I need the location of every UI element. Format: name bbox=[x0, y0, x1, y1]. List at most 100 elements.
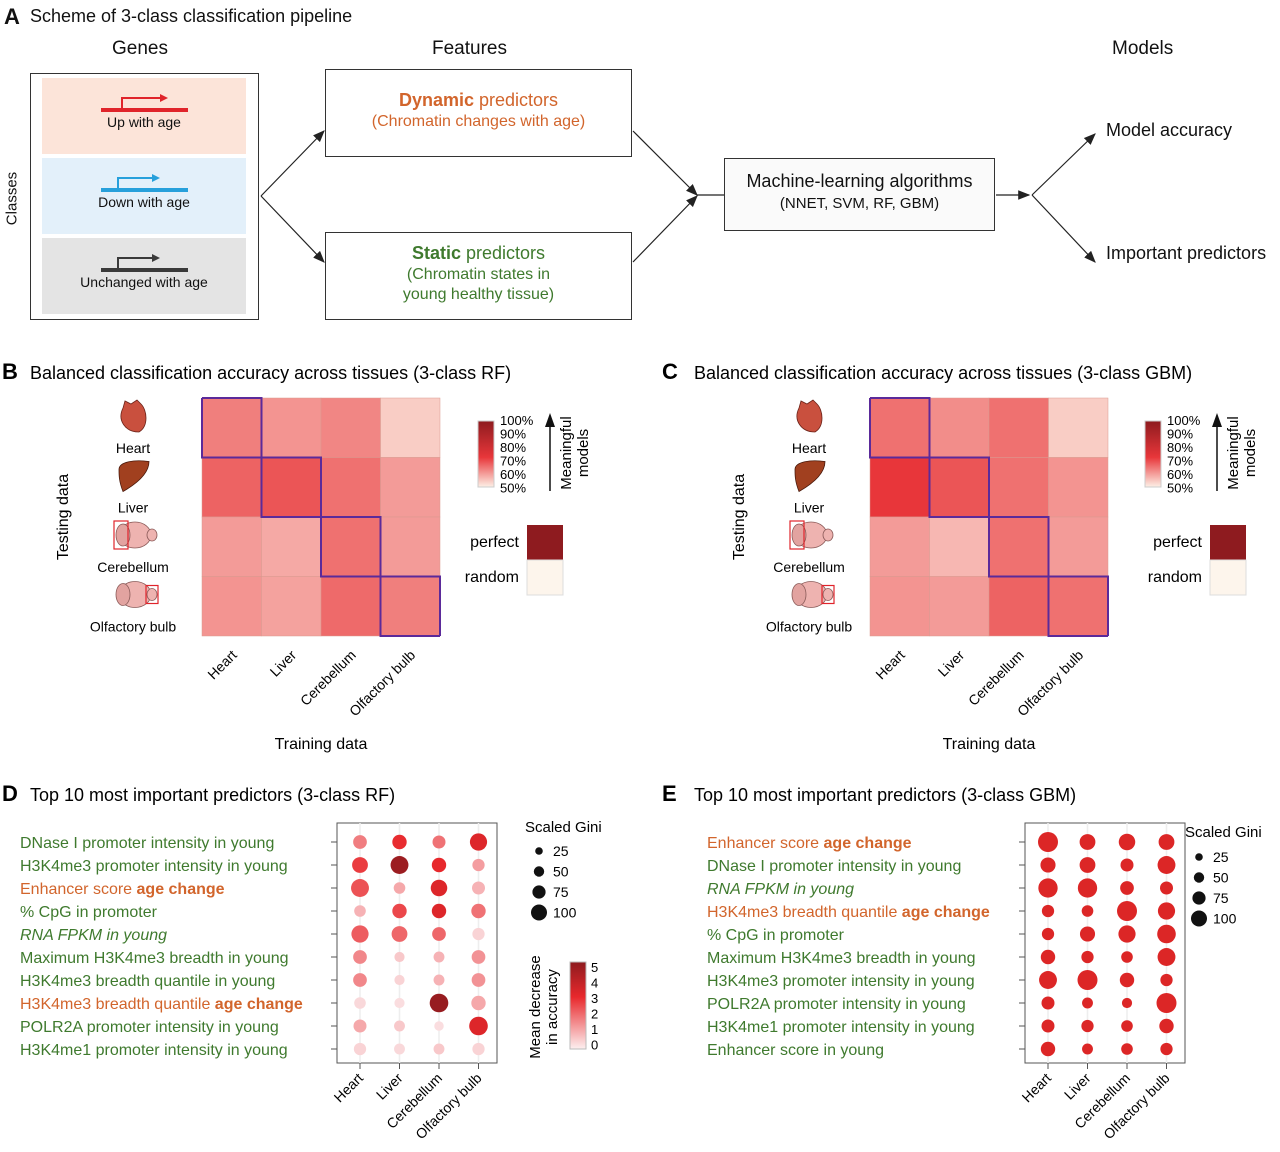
predictor-dot bbox=[352, 857, 368, 873]
random-label: random bbox=[1148, 569, 1202, 586]
ml-line2: (NNET, SVM, RF, GBM) bbox=[779, 195, 940, 212]
predictor-label-part: RNA FPKM in young bbox=[20, 927, 167, 944]
organ-label-cerebellum: Cerebellum bbox=[773, 520, 845, 575]
predictor-label-part: H3K4me1 promoter intensity in young bbox=[20, 1042, 288, 1059]
predictor-dot bbox=[1157, 902, 1176, 920]
perfect-label: perfect bbox=[1153, 534, 1202, 551]
class-up-label: Up with age bbox=[107, 114, 181, 130]
predictor-label-part: Maximum H3K4me3 breadth in young bbox=[20, 950, 289, 967]
colorbar bbox=[477, 420, 495, 488]
predictor-label: POLR2A promoter intensity in young bbox=[707, 996, 966, 1013]
arrow-to-static bbox=[260, 195, 325, 263]
heatmap-cell bbox=[1048, 457, 1109, 518]
colorbar-label-1: Meaningful bbox=[1225, 416, 1242, 489]
pipeline-arrows bbox=[260, 130, 1096, 263]
predictor-dot bbox=[1157, 924, 1176, 944]
predictor-dot bbox=[1158, 834, 1175, 850]
predictor-dot bbox=[353, 1019, 367, 1033]
ml-algorithms-box: Machine-learning algorithms (NNET, SVM, … bbox=[724, 158, 995, 231]
predictor-dot bbox=[1160, 973, 1173, 987]
predictor-dot bbox=[1121, 997, 1133, 1009]
predictor-dot bbox=[351, 925, 369, 943]
heatmap-cell bbox=[988, 576, 1049, 637]
predictor-label: DNase I promoter intensity in young bbox=[20, 835, 274, 852]
predictor-dot bbox=[469, 1016, 488, 1036]
predictor-dot bbox=[392, 903, 407, 919]
predictor-dot bbox=[394, 1043, 405, 1055]
heatmap-cell bbox=[929, 457, 990, 518]
mda-label-2: in accuracy bbox=[544, 969, 561, 1045]
perfect-swatch bbox=[1210, 525, 1246, 560]
predictor-label: % CpG in promoter bbox=[707, 927, 845, 944]
mda-colorbar-tick: 0 bbox=[591, 1038, 598, 1053]
mda-colorbar-tick: 3 bbox=[591, 991, 598, 1006]
mda-colorbar-tick: 1 bbox=[591, 1022, 598, 1037]
predictor-dot bbox=[1082, 997, 1093, 1009]
predictor-dot bbox=[1119, 972, 1135, 988]
header-features: Features bbox=[432, 38, 507, 59]
predictor-label-part: POLR2A promoter intensity in young bbox=[707, 996, 966, 1013]
colorbar-tick: 50% bbox=[500, 481, 526, 496]
up-arrow-icon bbox=[101, 94, 188, 112]
predictor-label-part: age change bbox=[824, 835, 912, 852]
heatmap-cell bbox=[320, 576, 381, 637]
x-tick-label: Liver bbox=[935, 647, 968, 680]
arrow-static-to-ml bbox=[632, 195, 698, 263]
panel-title: Top 10 most important predictors (3-clas… bbox=[30, 785, 395, 805]
y-tick-label: Heart bbox=[792, 440, 826, 456]
predictor-label-part: H3K4me1 promoter intensity in young bbox=[707, 1019, 975, 1036]
predictor-dot bbox=[1041, 1019, 1055, 1033]
heatmap-cell bbox=[320, 516, 381, 577]
size-legend-dot bbox=[533, 866, 545, 877]
predictor-dot bbox=[472, 1042, 485, 1056]
predictor-label-part: RNA FPKM in young bbox=[707, 881, 854, 898]
predictor-dot bbox=[1079, 857, 1096, 873]
predictor-dot bbox=[1079, 926, 1096, 942]
predictor-label: H3K4me3 breadth quantile in young bbox=[20, 973, 275, 990]
arrow-to-accuracy bbox=[1031, 133, 1096, 196]
panel-letter: B bbox=[2, 359, 18, 384]
x-tick-label: Liver bbox=[1061, 1070, 1094, 1103]
predictor-dot bbox=[1041, 927, 1055, 941]
mda-colorbar bbox=[569, 961, 587, 1050]
colorbar-tick: 100% bbox=[1167, 413, 1201, 428]
y-tick-label: Olfactory bulb bbox=[90, 619, 177, 635]
predictor-dot bbox=[429, 993, 449, 1013]
predictor-dot bbox=[1120, 858, 1134, 872]
predictor-label-part: DNase I promoter intensity in young bbox=[20, 835, 274, 852]
header-genes: Genes bbox=[112, 38, 168, 59]
colorbar-label-2: models bbox=[575, 429, 592, 477]
predictor-dot bbox=[1082, 1043, 1093, 1055]
size-legend-title: Scaled Gini bbox=[525, 819, 602, 836]
predictor-dot bbox=[1118, 925, 1136, 943]
static-sub-2: young healthy tissue) bbox=[402, 286, 555, 303]
colorbar-tick: 100% bbox=[500, 413, 534, 428]
mda-label-1: Mean decrease bbox=[527, 955, 544, 1058]
organ-label-olfactory-bulb: Olfactory bulb bbox=[766, 581, 853, 635]
y-axis-label: Testing data bbox=[731, 474, 748, 560]
down-arrow-icon bbox=[101, 174, 188, 192]
class-unchanged: Unchanged with age bbox=[42, 238, 246, 314]
mda-colorbar-tick: 4 bbox=[591, 976, 598, 991]
predictor-dot bbox=[1159, 1018, 1174, 1034]
predictor-dot bbox=[392, 834, 407, 850]
colorbar-tick: 70% bbox=[1167, 454, 1193, 469]
panel-letter: E bbox=[662, 781, 677, 806]
size-legend-dot bbox=[535, 847, 543, 855]
predictor-dot bbox=[434, 1021, 444, 1031]
heatmap-cell bbox=[929, 397, 990, 458]
size-legend-dot bbox=[1192, 891, 1206, 905]
predictor-dot bbox=[351, 879, 369, 897]
heatmap-cell bbox=[261, 457, 322, 518]
predictor-dot bbox=[432, 927, 446, 941]
predictor-dot bbox=[433, 974, 445, 986]
arrow-to-dynamic bbox=[260, 130, 325, 197]
heatmap-cell bbox=[929, 576, 990, 637]
predictor-dot bbox=[1077, 878, 1098, 898]
heatmap-cell bbox=[988, 397, 1049, 458]
predictor-dot bbox=[1120, 881, 1134, 895]
predictor-dot bbox=[431, 903, 447, 919]
y-tick-label: Olfactory bulb bbox=[766, 619, 853, 635]
predictor-dot bbox=[471, 903, 486, 919]
heatmap-cell bbox=[201, 457, 262, 518]
